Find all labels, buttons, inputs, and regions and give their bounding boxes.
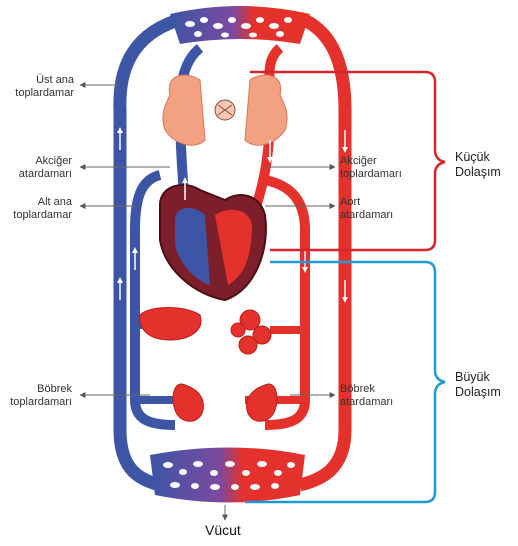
liver (139, 307, 202, 341)
label-line: Büyük (455, 370, 490, 384)
inner-vein-loop (130, 170, 176, 430)
outer-vein-left (113, 11, 187, 492)
label-line: Alt ana (37, 196, 72, 208)
label-line: Dolaşım (455, 165, 501, 179)
label-line: toplardamar (13, 209, 72, 221)
label-buyuk-dolasim: Büyük Dolaşım (455, 370, 501, 400)
label-aort-atardamari: Aort atardamarı (340, 196, 393, 222)
kidneys (172, 383, 278, 422)
label-alt-ana-toplardamar: Alt ana toplardamar (10, 196, 72, 222)
label-line: Böbrek (37, 383, 72, 395)
outer-artery-right (297, 11, 352, 492)
label-line: Akciğer (340, 155, 377, 167)
label-line: Dolaşım (455, 385, 501, 399)
label-line: Aort (340, 196, 361, 208)
label-akciger-atardamari: Akciğer atardamarı (10, 155, 72, 181)
lung-capillary-network (170, 6, 310, 44)
digestive-organ (230, 309, 272, 355)
heart (159, 184, 267, 302)
label-line: Akciğer (35, 155, 72, 167)
label-akciger-toplardamari: Akciğer toplardamarı (340, 155, 402, 181)
label-ust-ana-toplardamar: Üst ana toplardamar (14, 74, 74, 100)
buyuk-dolasim-bracket (245, 260, 446, 504)
label-line: Küçük (455, 150, 490, 164)
label-bobrek-atardamari: Böbrek atardamarı (340, 383, 393, 409)
label-line: toplardamarı (10, 396, 72, 408)
label-line: atardamarı (340, 209, 394, 221)
label-line: atardamarı (18, 168, 72, 180)
label-bobrek-toplardamari: Böbrek toplardamarı (6, 383, 72, 409)
body-capillary-network (150, 447, 305, 503)
lungs (162, 74, 288, 146)
label-kucuk-dolasim: Küçük Dolaşım (455, 150, 501, 180)
label-line: Böbrek (340, 383, 375, 395)
kucuk-dolasim-bracket (250, 70, 446, 252)
inner-artery-loop (263, 175, 310, 430)
label-line: toplardamarı (340, 168, 402, 180)
label-vucut: Vücut (205, 522, 241, 538)
label-line: atardamarı (340, 396, 394, 408)
label-line: Üst ana (36, 74, 74, 86)
label-line: toplardamar (15, 87, 74, 99)
